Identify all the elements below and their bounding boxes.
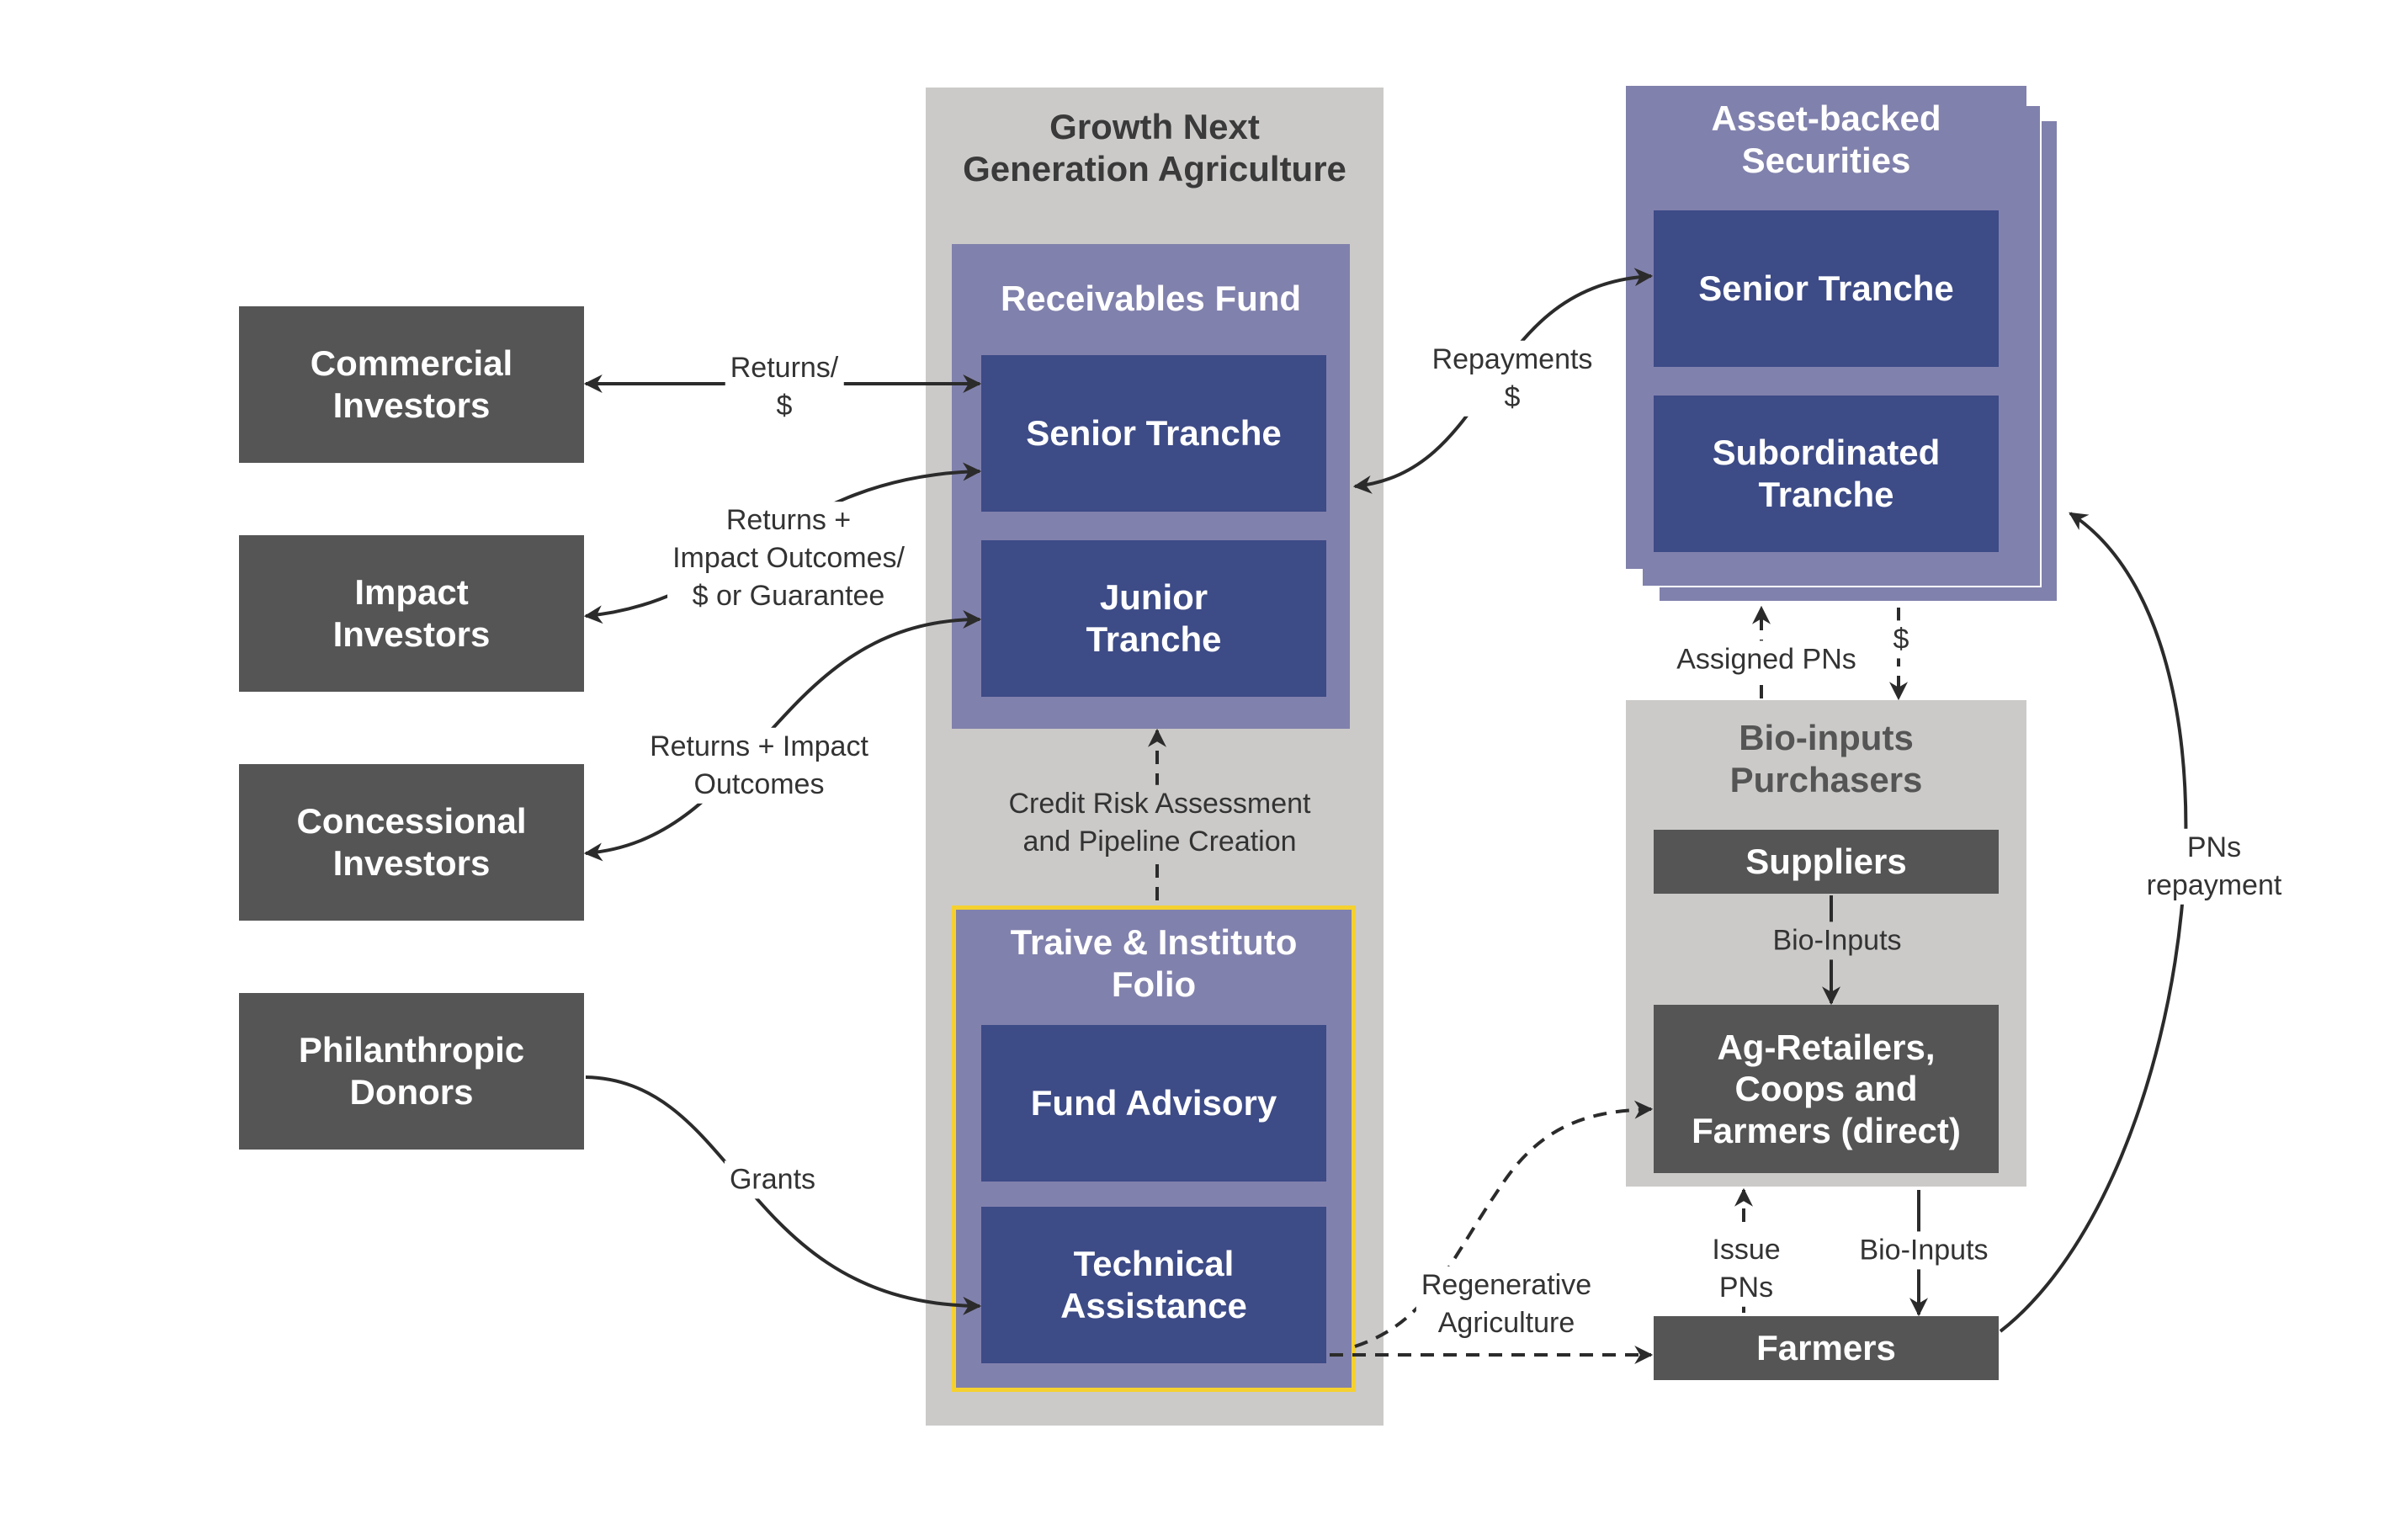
commercial-investors-box: Commercial Investors (239, 306, 584, 463)
impact-investors-box: Impact Investors (239, 535, 584, 692)
label-credit-risk: Credit Risk Assessment and Pipeline Crea… (1003, 784, 1316, 862)
technical-assistance-box: Technical Assistance (981, 1207, 1326, 1363)
label-pns-repayment: PNs repayment (2141, 828, 2287, 905)
growth-next-title: Growth Next Generation Agriculture (963, 107, 1346, 189)
label-bio-inputs-suppliers: Bio-Inputs (1767, 921, 1907, 960)
concessional-investors-box: Concessional Investors (239, 764, 584, 921)
abs-title: Asset-backed Securities (1711, 98, 1941, 181)
label-regenerative: Regenerative Agriculture (1415, 1266, 1597, 1343)
bio-inputs-title: Bio-inputs Purchasers (1729, 718, 1923, 800)
arrow-farmers-abs (1999, 512, 2188, 1333)
label-dollar: $ (1888, 620, 1915, 659)
arrow-ta-agretailers (1354, 1100, 1654, 1348)
label-issue-pns: Issue PNs (1707, 1230, 1786, 1308)
label-returns-concessional: Returns + Impact Outcomes (645, 727, 874, 805)
rf-senior-tranche-box: Senior Tranche (981, 355, 1326, 512)
fund-advisory-box: Fund Advisory (981, 1025, 1326, 1182)
philanthropic-donors-box: Philanthropic Donors (239, 993, 584, 1150)
rf-junior-tranche-box: Junior Tranche (981, 540, 1326, 697)
label-assigned-pns: Assigned PNs (1671, 640, 1862, 679)
ag-retailers-box: Ag-Retailers, Coops and Farmers (direct) (1654, 1005, 1999, 1173)
abs-subordinated-tranche-box: Subordinated Tranche (1654, 396, 1999, 552)
abs-senior-tranche-box: Senior Tranche (1654, 210, 1999, 367)
label-returns-commercial: Returns/ $ (725, 348, 844, 426)
farmers-box: Farmers (1654, 1316, 1999, 1380)
label-bio-inputs-farmers: Bio-Inputs (1854, 1231, 1994, 1270)
label-repayments: Repayments $ (1426, 340, 1598, 417)
label-grants: Grants (724, 1160, 821, 1199)
traive-folio-title: Traive & Instituto Folio (1010, 922, 1298, 1005)
label-returns-impact: Returns + Impact Outcomes/ $ or Guarante… (667, 502, 910, 616)
suppliers-box: Suppliers (1654, 830, 1999, 894)
receivables-fund-title: Receivables Fund (1000, 279, 1302, 318)
